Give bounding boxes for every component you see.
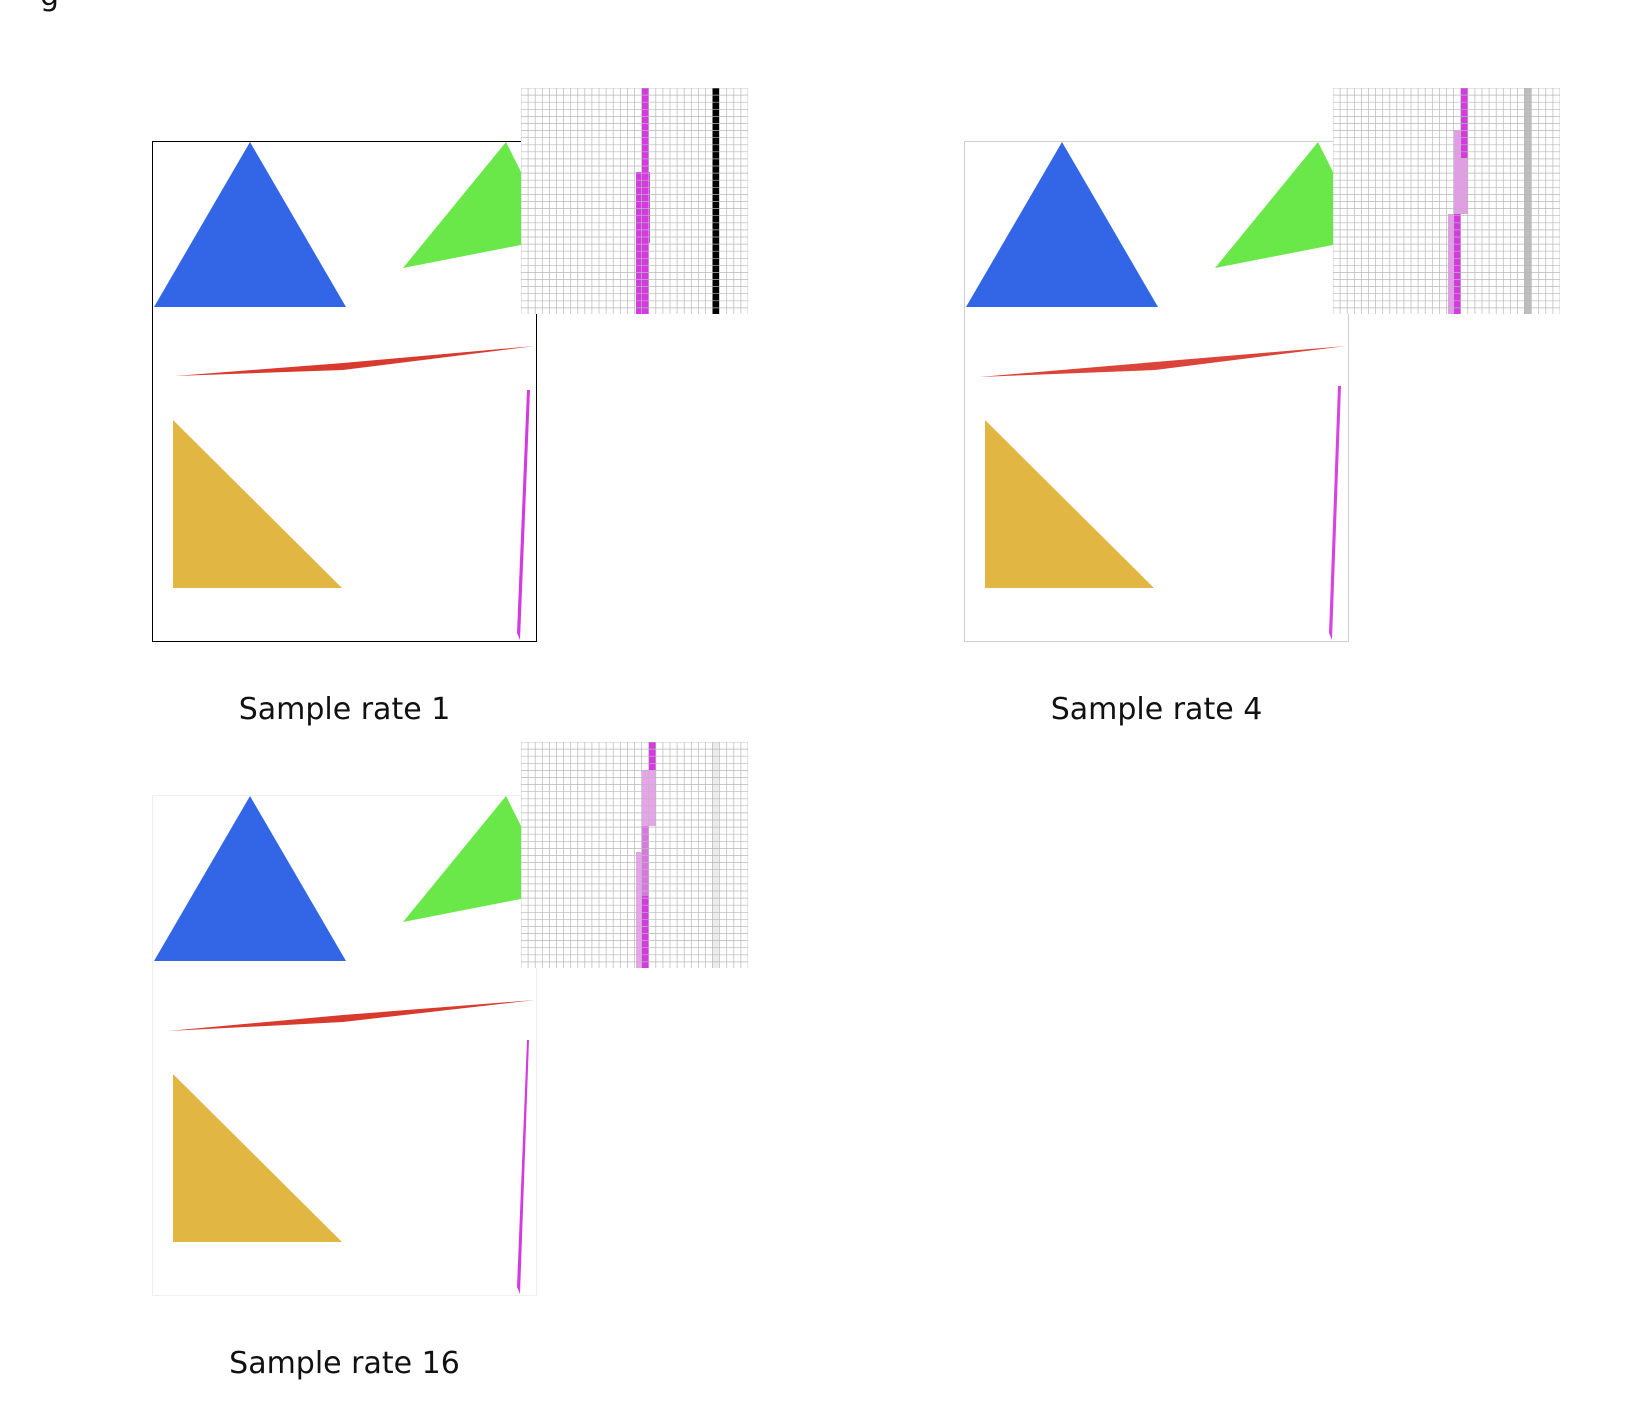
rendered-scene (152, 795, 537, 1296)
rendered-scene (152, 141, 537, 642)
green-triangle (403, 142, 536, 268)
yellow-triangle (173, 420, 342, 588)
figure-sample-rate-1: Sample rate 1 (152, 88, 752, 758)
magenta-sliver (1329, 386, 1341, 640)
blue-triangle (154, 796, 346, 961)
figure-caption: Sample rate 1 (238, 692, 451, 727)
green-triangle (1215, 142, 1348, 268)
red-sliver (168, 1000, 535, 1031)
red-sliver (979, 346, 1346, 377)
zoom-inset (521, 742, 748, 968)
magenta-sliver (517, 390, 530, 640)
red-sliver (175, 346, 535, 376)
zoom-inset (1333, 88, 1560, 314)
cropped-header-text: g (40, 0, 59, 13)
figure-caption: Sample rate 4 (1050, 692, 1263, 727)
figure-sample-rate-4: Sample rate 4 (964, 88, 1564, 758)
magenta-sliver (517, 1040, 529, 1294)
blue-triangle (966, 142, 1158, 307)
yellow-triangle (985, 420, 1154, 588)
blue-triangle (154, 142, 346, 307)
figure-caption: Sample rate 16 (229, 1346, 460, 1381)
yellow-triangle (173, 1074, 342, 1242)
zoom-inset (521, 88, 748, 314)
green-triangle (403, 796, 536, 922)
figure-sample-rate-16: Sample rate 16 (152, 742, 752, 1412)
rendered-scene (964, 141, 1349, 642)
